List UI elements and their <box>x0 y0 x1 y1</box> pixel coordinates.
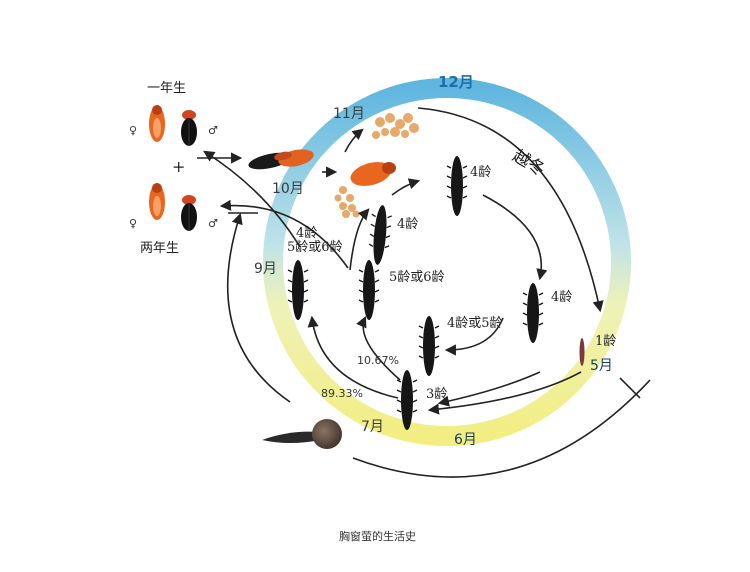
male-adult-icon <box>180 109 198 147</box>
egg-laying-female-icon <box>334 162 396 218</box>
larva-icon <box>446 155 468 217</box>
instar-label-left-b: 5龄或6龄 <box>287 240 343 255</box>
instar-label-left-a: 4龄 <box>296 226 317 241</box>
egg-cluster-icon <box>372 113 419 139</box>
instar-label-right: 4龄 <box>551 290 572 305</box>
instar-label-top: 4龄 <box>470 165 491 180</box>
larva-icon <box>358 259 380 321</box>
larva-icon <box>287 259 309 321</box>
month-jul-label: 7月 <box>361 419 384 435</box>
diagram-caption: 胸窗萤的生活史 <box>339 529 416 543</box>
month-sep-label: 9月 <box>254 261 277 277</box>
plus-sign: + <box>172 157 185 176</box>
overwinter-label: 越冬 <box>509 146 548 180</box>
cycle-arrows <box>197 107 651 478</box>
month-nov-label: 11月 <box>333 106 365 122</box>
pct-high-label: 89.33% <box>321 387 363 400</box>
biennial-label: 两年生 <box>140 241 179 256</box>
male-symbol-top: ♂ <box>208 124 218 137</box>
mating-pair-icon <box>248 149 314 170</box>
female-adult-icon <box>149 183 165 220</box>
first-instar-larva-icon <box>579 338 585 366</box>
male-symbol-bottom: ♂ <box>208 217 218 230</box>
female-symbol-top: ♀ <box>129 124 137 137</box>
instar-label-3: 3龄 <box>426 387 447 402</box>
male-adult-icon <box>180 194 198 232</box>
instar-label-mid-left: 5龄或6龄 <box>389 270 445 285</box>
larva-icon <box>366 203 394 267</box>
female-symbol-bottom: ♀ <box>129 217 137 230</box>
female-adult-icon <box>149 105 165 142</box>
month-dec-label: 12月 <box>438 73 474 91</box>
pct-low-label: 10.67% <box>357 354 399 367</box>
month-jun-label: 6月 <box>454 432 477 448</box>
season-ring <box>263 78 631 446</box>
month-oct-label: 10月 <box>272 181 304 197</box>
larva-icon <box>418 315 440 377</box>
annual-label: 一年生 <box>147 81 186 96</box>
instar-label-mid-right: 4龄或5龄 <box>447 316 503 331</box>
month-may-label: 5月 <box>590 358 613 374</box>
larva-icon <box>522 282 544 344</box>
pupa-icon <box>262 419 342 449</box>
instar-label-upper-mid: 4龄 <box>397 217 418 232</box>
instar-label-1: 1龄 <box>595 334 616 349</box>
